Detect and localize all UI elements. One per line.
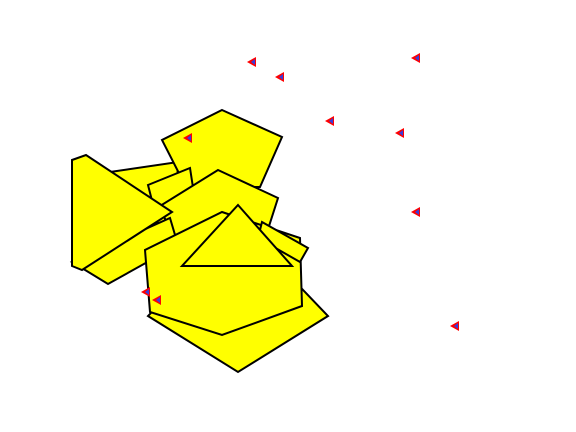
agent-marker: [183, 133, 192, 143]
agent-marker-core: [251, 59, 255, 65]
agent-marker-core: [329, 118, 333, 124]
agent-marker: [450, 321, 459, 331]
agent-marker-core: [279, 74, 283, 80]
agent-marker: [152, 295, 161, 305]
agent-marker: [411, 207, 420, 217]
agent-marker-core: [156, 297, 160, 303]
agent-marker: [395, 128, 404, 138]
agent-marker-core: [145, 289, 149, 295]
agent-marker-core: [454, 323, 458, 329]
yellow-triangle-shape: [179, 203, 295, 267]
agent-marker: [141, 287, 150, 297]
agent-marker-core: [415, 55, 419, 61]
agent-marker: [247, 57, 256, 67]
agent-marker: [411, 53, 420, 63]
agent-marker-core: [187, 135, 191, 141]
agent-marker: [275, 72, 284, 82]
agent-marker-core: [399, 130, 403, 136]
agents-layer: [141, 53, 459, 331]
yellow-pentagon-shape-left: [71, 153, 174, 272]
agent-marker: [325, 116, 334, 126]
agent-marker-core: [415, 209, 419, 215]
